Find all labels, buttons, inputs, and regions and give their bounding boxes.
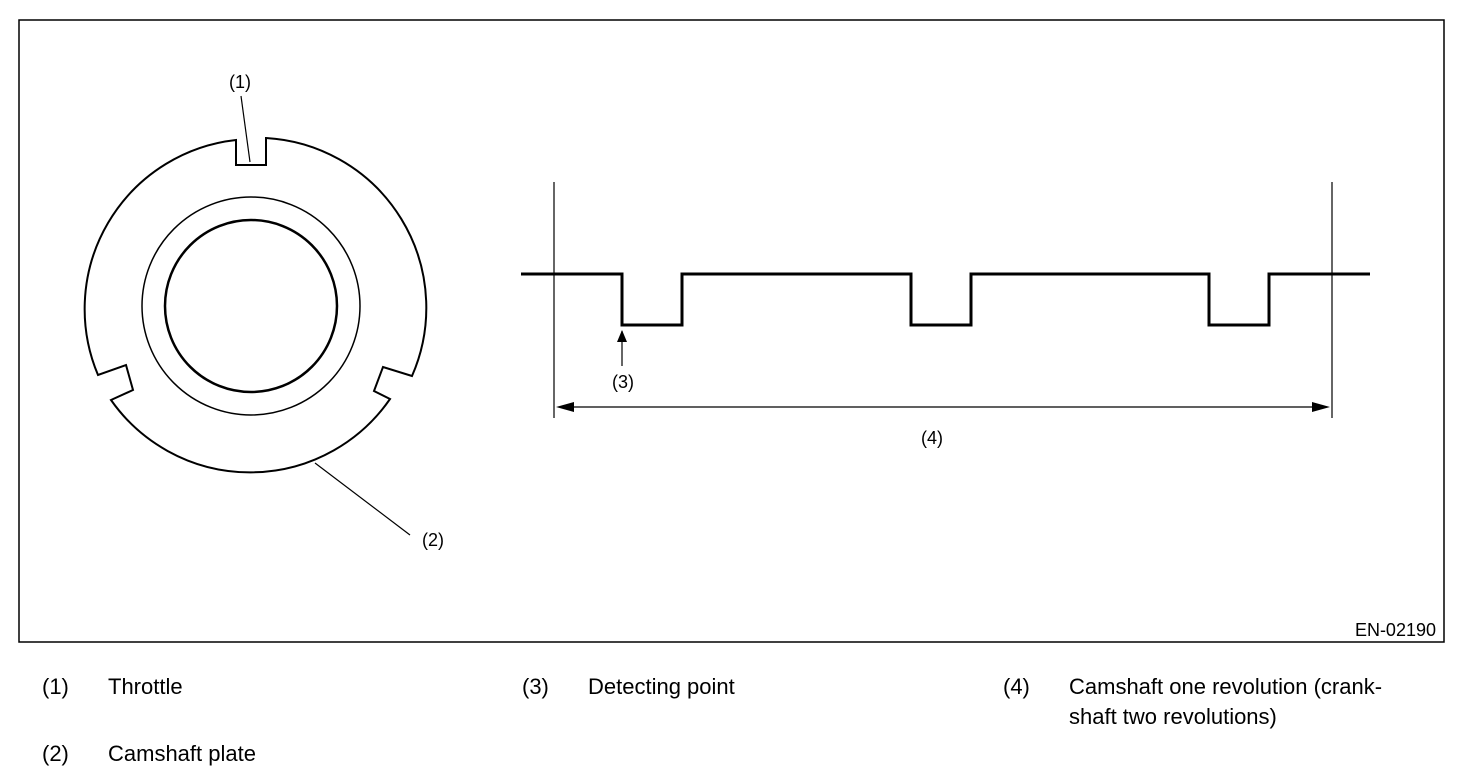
- figure-id: EN-02190: [1355, 620, 1436, 640]
- dimension-arrowhead-right: [1312, 402, 1330, 412]
- legend-number-2: (2): [42, 741, 69, 766]
- legend-number-3: (3): [522, 674, 549, 699]
- callout-label-1: (1): [229, 72, 251, 92]
- diagram-figure: (1) (2) (3) (4) EN-02190: [18, 19, 1445, 643]
- dimension-arrowhead-left: [556, 402, 574, 412]
- callout-label-2: (2): [422, 530, 444, 550]
- legend-item-4: (4) Camshaft one revolution (crank- shaf…: [1003, 672, 1443, 734]
- legend-item-2: (2) Camshaft plate: [42, 739, 442, 769]
- legend-text-4-line1: Camshaft one revolution (crank-: [1069, 674, 1383, 699]
- legend-item-1: (1) Throttle: [42, 672, 442, 702]
- leader-line-2: [314, 462, 411, 536]
- camshaft-plate-bore: [163, 218, 339, 394]
- callout-label-4: (4): [921, 428, 943, 448]
- figure-frame: [18, 19, 1445, 643]
- legend-number-4: (4): [1003, 674, 1030, 699]
- legend-text-2: Camshaft plate: [108, 741, 256, 766]
- legend-text-1: Throttle: [108, 674, 183, 699]
- callout-label-3: (3): [612, 372, 634, 392]
- camshaft-plate-outline: [83, 136, 428, 474]
- diagram-canvas: (1) (2) (3) (4) EN-02190: [18, 19, 1445, 643]
- camshaft-plate-inner-ring: [141, 196, 361, 416]
- legend-text-4-line2: shaft two revolutions): [1069, 704, 1277, 729]
- legend-text-3: Detecting point: [588, 674, 735, 699]
- legend-number-1: (1): [42, 674, 69, 699]
- leader-line-1: [240, 95, 251, 163]
- signal-waveform: [521, 272, 1370, 327]
- legend-item-3: (3) Detecting point: [522, 672, 922, 702]
